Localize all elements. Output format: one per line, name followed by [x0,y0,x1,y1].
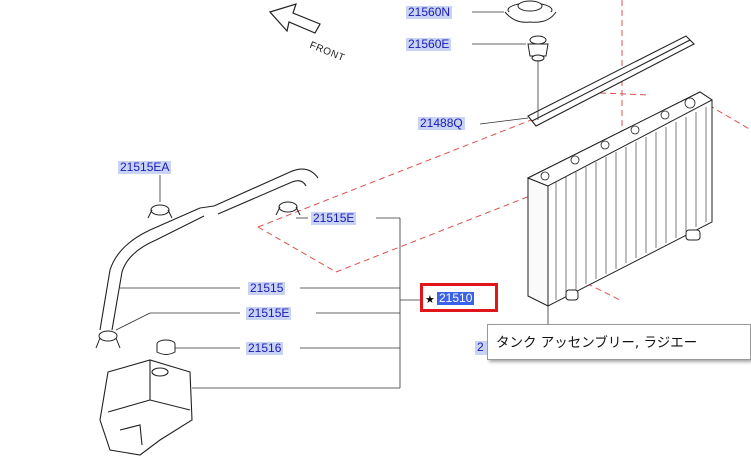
part-label-21515[interactable]: 21515 [248,281,286,295]
part-label-partial[interactable]: 2 [475,341,487,355]
grommet-21560e-icon [527,35,549,62]
selected-part-highlight [420,283,498,312]
hose-21515-icon [99,168,319,331]
leader-lines [115,11,549,389]
clamp-21515e-lower-icon [95,330,121,349]
star-marker-icon: ★ [425,293,435,306]
part-label-21560n[interactable]: 21560N [406,5,453,19]
seal-strip-21488q-icon [527,35,695,127]
cap-21516-icon [156,339,176,355]
part-label-21515e-upper[interactable]: 21515E [311,211,357,225]
part-label-21510[interactable]: 21510 [437,291,475,305]
part-label-21488q[interactable]: 21488Q [418,116,465,130]
cap-21560n-icon [504,0,557,23]
part-label-21560e[interactable]: 21560E [406,37,452,51]
reservoir-tank-icon [99,359,193,456]
part-label-21515ea[interactable]: 21515EA [118,160,172,174]
clamp-21515e-upper-icon [275,201,301,216]
clamp-21515ea-icon [147,204,173,219]
part-label-21515e-lower[interactable]: 21515E [246,306,292,320]
part-label-21516[interactable]: 21516 [246,341,284,355]
front-arrow-icon [268,3,321,34]
radiator-core-icon [526,91,713,307]
part-tooltip: タンク アッセンブリー, ラジエー [487,324,751,360]
